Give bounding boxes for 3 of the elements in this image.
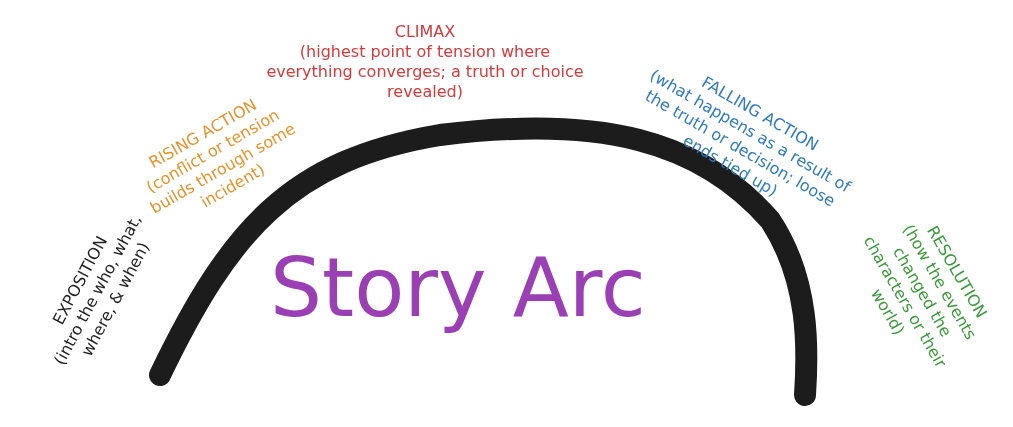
diagram-title: Story Arc [270, 240, 646, 335]
stage-description: (highest point of tension where everything converges; a truth or choice revealed) [265, 42, 585, 102]
stage-heading: CLIMAX [393, 22, 457, 42]
